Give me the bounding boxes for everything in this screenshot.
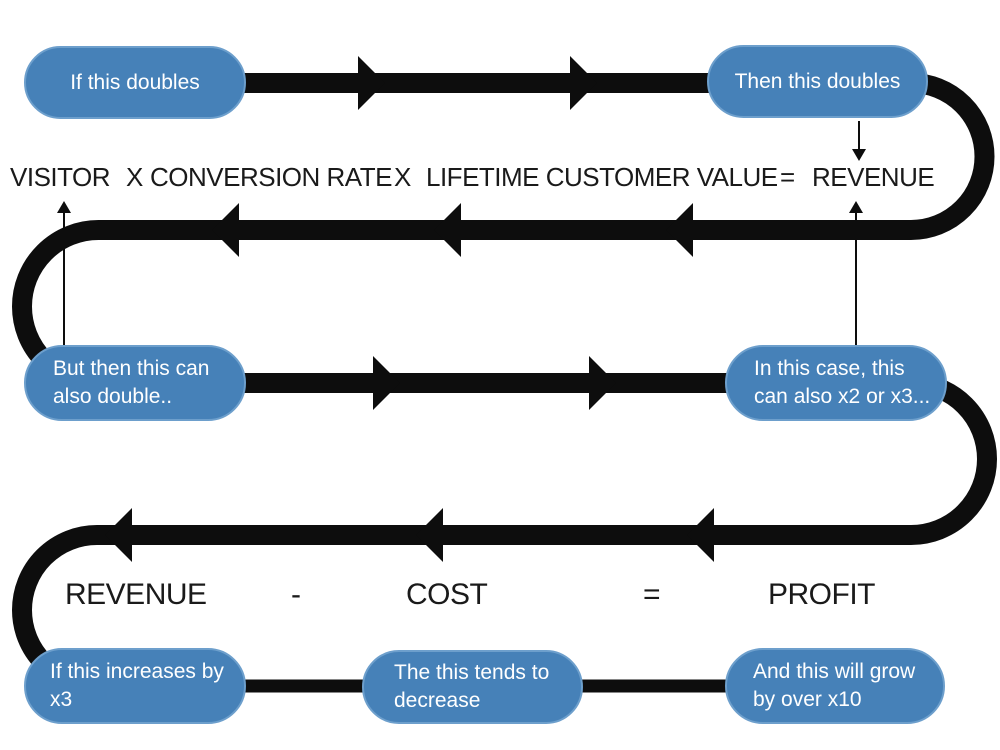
formula-times: X — [126, 162, 143, 192]
arrow-left-icon — [434, 203, 461, 257]
arrow-right-icon — [570, 56, 597, 110]
callout-and-this-will-grow-x10: And this will grow by over x10 — [725, 648, 945, 724]
flow-serpentine-path — [11, 73, 998, 695]
arrow-left-icon — [666, 203, 693, 257]
formula-equals: = — [780, 162, 795, 192]
formula-minus: - — [291, 578, 301, 611]
arrow-left-icon — [212, 203, 239, 257]
arrow-right-icon — [589, 356, 616, 410]
thin-up-arrow-from-midright-to-revenue — [849, 201, 863, 346]
formula-revenue: REVENUE — [65, 578, 207, 611]
formula-conversion-rate: CONVERSION RATE — [150, 162, 392, 192]
callout-but-then-this-can-also-double: But then this can also double.. — [24, 345, 246, 421]
formula-revenue: REVENUE — [812, 162, 935, 192]
callout-if-this-doubles: If this doubles — [24, 46, 246, 119]
callout-this-tends-to-decrease: The this tends to decrease — [362, 650, 583, 724]
thin-up-arrow-from-midleft-to-visitor — [57, 201, 71, 346]
formula-equals: = — [643, 578, 661, 611]
thin-down-arrow-to-revenue — [852, 121, 866, 161]
formula-cost: COST — [406, 578, 488, 611]
callout-if-this-increases-by-x3: If this increases by x3 — [24, 648, 246, 724]
formula-times: X — [394, 162, 411, 192]
arrow-left-icon — [105, 508, 132, 562]
arrow-left-icon — [687, 508, 714, 562]
callout-then-this-doubles: Then this doubles — [707, 45, 928, 118]
arrow-left-icon — [416, 508, 443, 562]
formula-lifetime-customer-value: LIFETIME CUSTOMER VALUE — [426, 162, 778, 192]
callout-in-this-case-can-also-x2-x3: In this case, this can also x2 or x3... — [725, 345, 947, 421]
arrow-right-icon — [373, 356, 400, 410]
formula-visitor: VISITOR — [10, 162, 111, 192]
arrow-right-icon — [358, 56, 385, 110]
formula-profit: PROFIT — [768, 578, 876, 611]
